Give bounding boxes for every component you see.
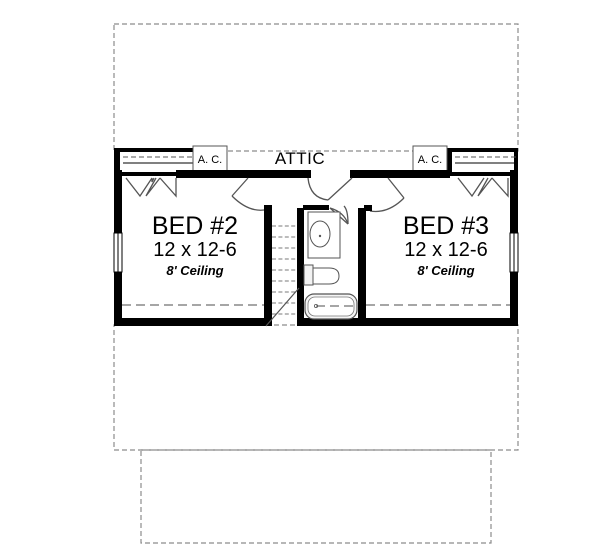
toilet-bowl bbox=[312, 267, 340, 285]
room-dimensions-bed-3: 12 x 12-6 bbox=[404, 239, 488, 261]
exterior-wall-bottom-right bbox=[364, 318, 518, 326]
window-left bbox=[113, 232, 123, 273]
exterior-wall-right-upper bbox=[510, 170, 518, 233]
toilet bbox=[303, 264, 340, 286]
bed-2-east-wall bbox=[264, 208, 272, 326]
bathroom-west-wall bbox=[297, 208, 304, 326]
stair-break-line bbox=[265, 287, 300, 327]
bathroom-east-wall bbox=[358, 208, 366, 326]
top-wall-segment-mid-right bbox=[356, 170, 388, 178]
attic-label: ATTIC bbox=[274, 149, 326, 168]
walls bbox=[113, 145, 519, 326]
exterior-wall-bottom-left bbox=[114, 318, 272, 326]
toilet-tank bbox=[303, 264, 314, 286]
ceiling-slope-lines bbox=[122, 304, 510, 307]
top-wall-segment-mid-left bbox=[252, 170, 305, 178]
exterior-wall-right-lower bbox=[510, 272, 518, 326]
bed-2-floor bbox=[122, 180, 272, 322]
exterior-wall-bottom-center bbox=[298, 318, 364, 326]
room-ceiling-bed-2: 8' Ceiling bbox=[166, 263, 224, 278]
door-bed-2 bbox=[231, 170, 272, 211]
porch-footprint-outline bbox=[140, 449, 492, 544]
door-closet-left-bifold bbox=[125, 177, 177, 198]
ac-label-left: A. C. bbox=[197, 154, 223, 166]
door-bed-3 bbox=[364, 170, 405, 213]
staircase bbox=[265, 225, 300, 327]
upper-footprint-outline bbox=[113, 23, 519, 152]
top-wall-segment-right bbox=[392, 170, 450, 178]
closet-left-interior bbox=[120, 152, 198, 172]
door-swings bbox=[125, 170, 509, 225]
bathroom-north-wall bbox=[303, 205, 329, 210]
vanity-sink bbox=[307, 211, 341, 259]
window-right bbox=[509, 232, 519, 273]
lower-footprint-outline bbox=[113, 324, 519, 451]
closet-right-interior bbox=[452, 152, 514, 172]
bathroom-fixtures bbox=[303, 211, 358, 320]
room-label-bed-2: BED #2 bbox=[151, 212, 239, 240]
door-attic-access bbox=[305, 170, 356, 201]
exterior-wall-left-lower bbox=[114, 272, 122, 326]
ac-label-right: A. C. bbox=[417, 154, 443, 166]
room-dimensions-bed-2: 12 x 12-6 bbox=[153, 239, 237, 261]
exterior-wall-left-upper bbox=[114, 170, 122, 233]
room-label-bed-3: BED #3 bbox=[402, 212, 490, 240]
top-wall-segment-left bbox=[176, 170, 248, 178]
sink-basin bbox=[309, 220, 331, 248]
bed-3-floor bbox=[370, 180, 512, 322]
door-closet-right-bifold bbox=[457, 177, 509, 198]
room-ceiling-bed-3: 8' Ceiling bbox=[417, 263, 475, 278]
sink-drain bbox=[318, 234, 322, 238]
